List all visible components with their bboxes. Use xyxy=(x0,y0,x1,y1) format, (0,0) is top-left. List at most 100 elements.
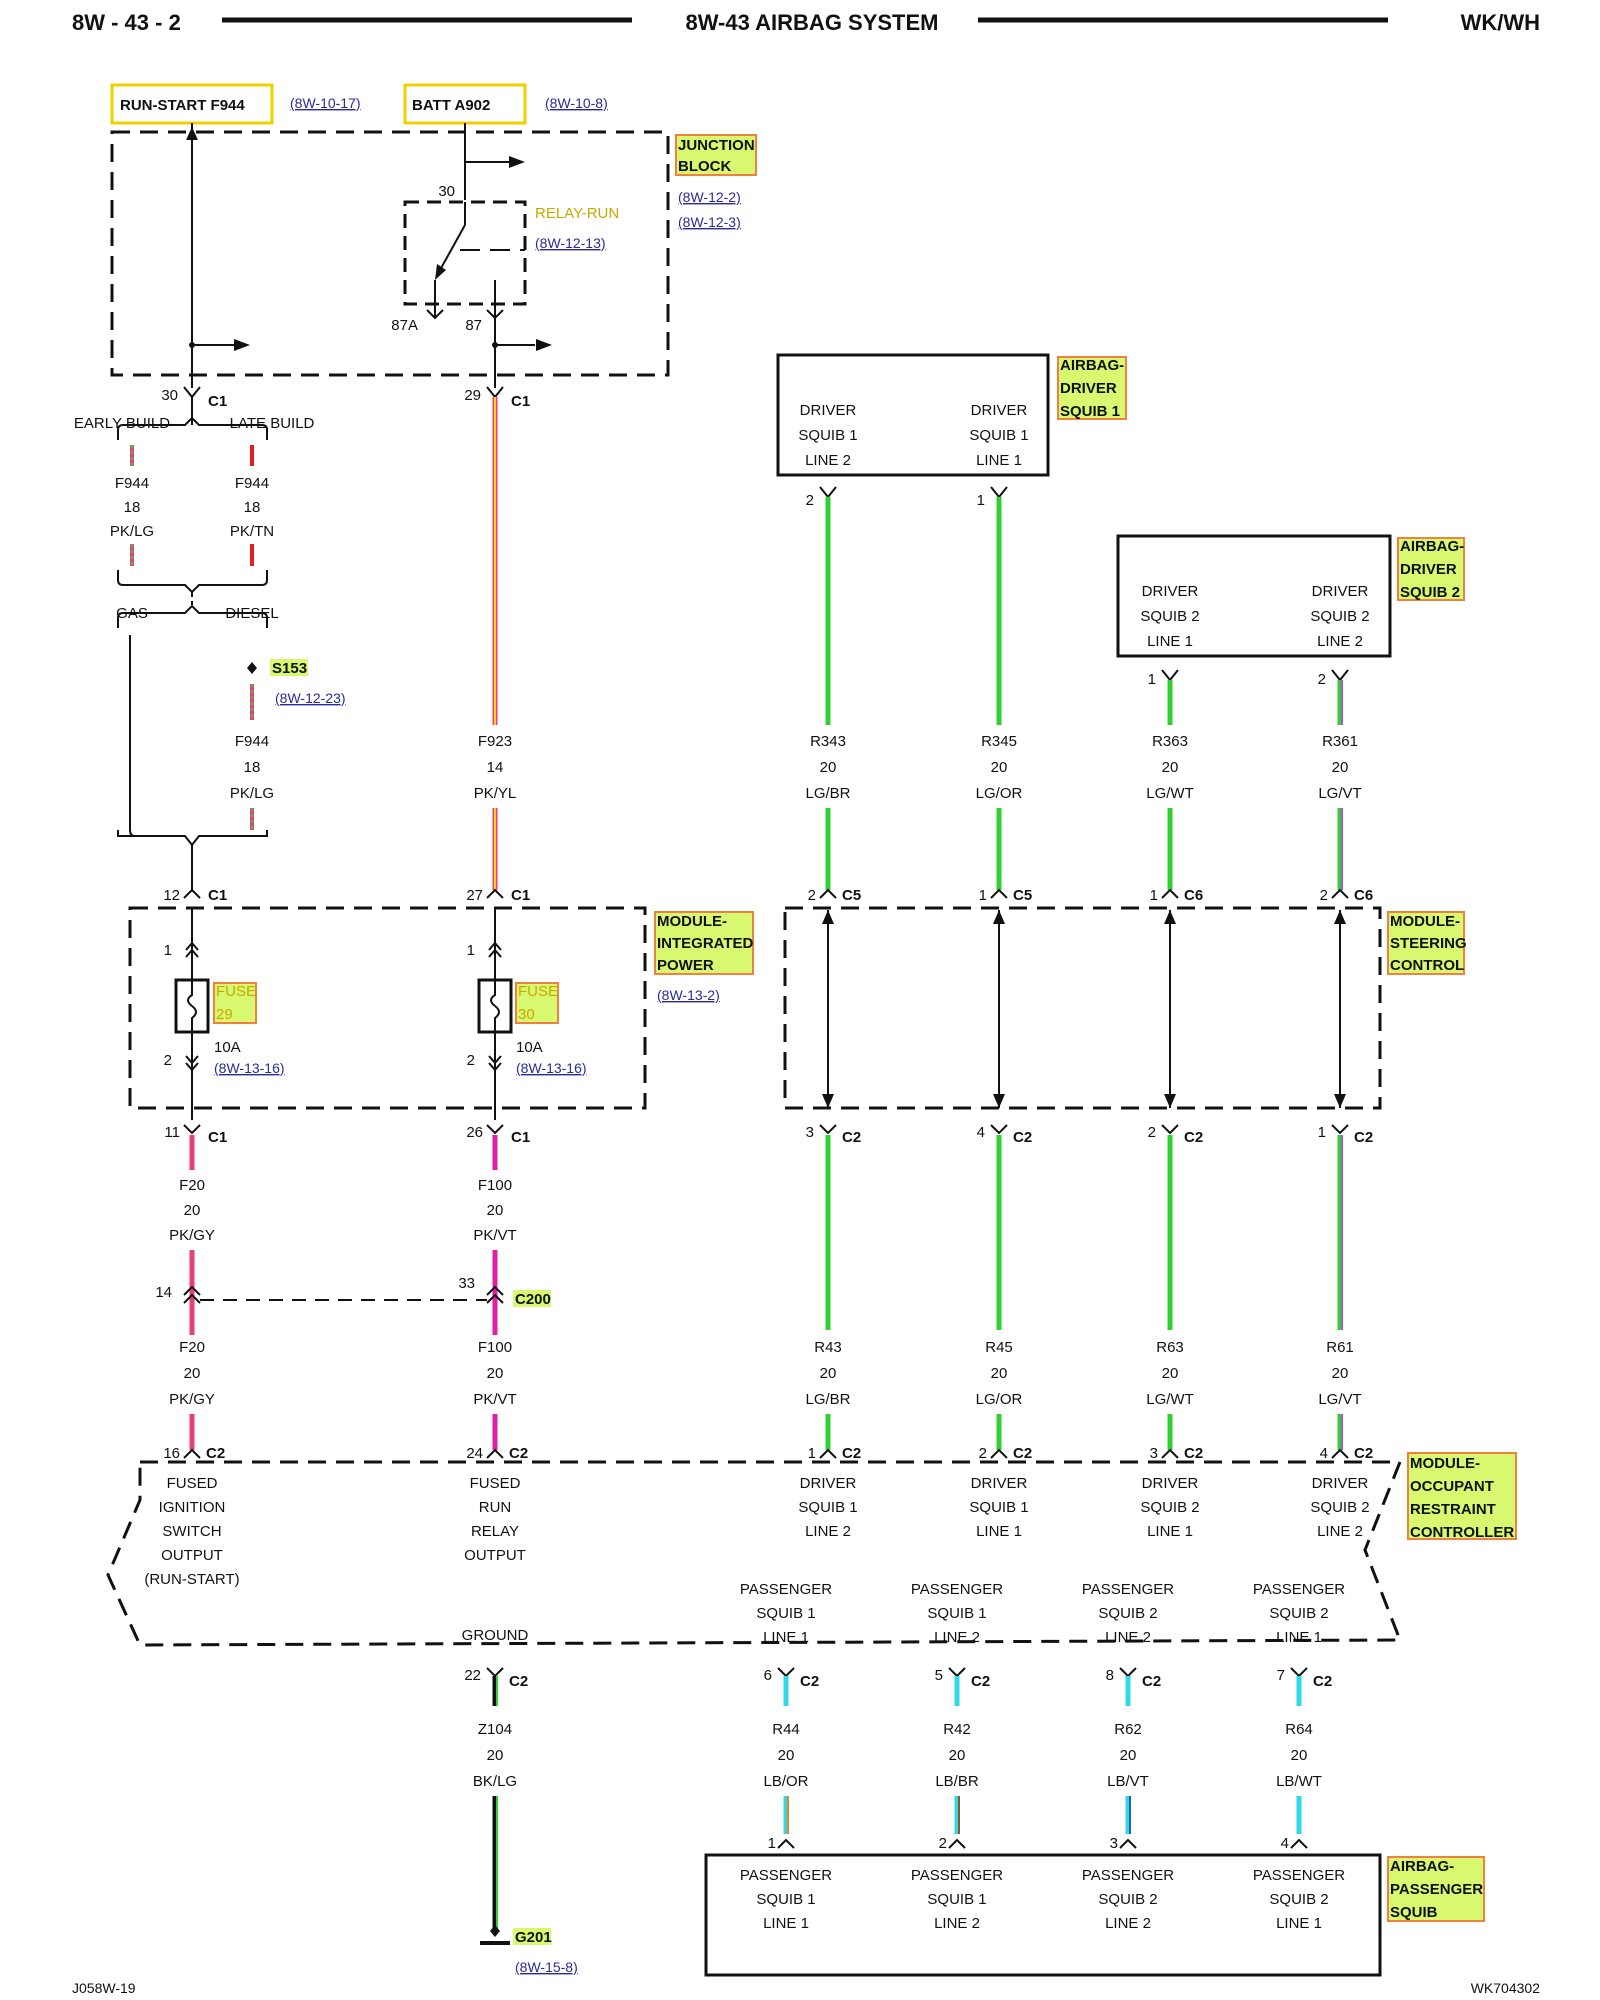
airbag-driver-squib-2: DRIVER SQUIB 2 LINE 1 DRIVER SQUIB 2 LIN… xyxy=(1116,534,1465,688)
svg-text:DRIVER: DRIVER xyxy=(971,1475,1028,1492)
wire-r43: R43 20 LG/BR xyxy=(805,1135,851,1450)
wire-r62: R62 20 LB/VT xyxy=(1107,1676,1149,1834)
svg-text:1: 1 xyxy=(1148,671,1156,688)
splice-ref[interactable]: (8W-12-23) xyxy=(275,690,346,706)
svg-text:C2: C2 xyxy=(206,1445,225,1462)
svg-text:SQUIB 2: SQUIB 2 xyxy=(1140,1499,1199,1516)
relay-pin-87: 87 xyxy=(465,317,482,334)
svg-text:LG/VT: LG/VT xyxy=(1318,785,1361,802)
svg-text:DRIVER: DRIVER xyxy=(971,402,1028,419)
wire-r64: R64 20 LB/WT xyxy=(1276,1676,1322,1834)
svg-text:AIRBAG-: AIRBAG- xyxy=(1400,538,1464,555)
svg-text:SQUIB 2: SQUIB 2 xyxy=(1098,1605,1157,1622)
svg-text:F100: F100 xyxy=(478,1339,512,1356)
relay-ref[interactable]: (8W-12-13) xyxy=(535,235,606,251)
svg-text:SQUIB 2: SQUIB 2 xyxy=(1269,1605,1328,1622)
ground-ref[interactable]: (8W-15-8) xyxy=(515,1959,578,1975)
splice-label: S153 xyxy=(272,660,307,677)
svg-text:R64: R64 xyxy=(1285,1721,1313,1738)
svg-text:PK/GY: PK/GY xyxy=(169,1227,215,1244)
c200-label: C200 xyxy=(515,1291,551,1308)
mip-c1-in-27: 27 C1 xyxy=(466,887,530,904)
svg-text:R43: R43 xyxy=(814,1339,842,1356)
f944-branch: EARLY BUILD LATE BUILD F944 18 PK/LG F94… xyxy=(74,397,346,890)
svg-text:STEERING: STEERING xyxy=(1390,935,1467,952)
mip-ref[interactable]: (8W-13-2) xyxy=(657,987,720,1003)
wire-r45: R45 20 LG/OR xyxy=(976,1135,1023,1450)
junction-block-ref-2[interactable]: (8W-12-3) xyxy=(678,214,741,230)
batt-ref[interactable]: (8W-10-8) xyxy=(545,95,608,111)
wire-r44: R44 20 LB/OR xyxy=(763,1676,809,1834)
svg-text:LG/WT: LG/WT xyxy=(1146,785,1194,802)
svg-text:LINE 2: LINE 2 xyxy=(805,452,851,469)
svg-text:R343: R343 xyxy=(810,733,846,750)
svg-text:20: 20 xyxy=(487,1202,504,1219)
svg-text:20: 20 xyxy=(778,1747,795,1764)
module-occupant-restraint-controller: MODULE- OCCUPANT RESTRAINT CONTROLLER 16… xyxy=(106,1445,1517,1690)
svg-text:20: 20 xyxy=(184,1202,201,1219)
svg-text:(8W-13-16)[interactable]: (8W-13-16) xyxy=(214,1060,285,1076)
svg-text:SQUIB 1: SQUIB 1 xyxy=(927,1891,986,1908)
wire-f20: F20 20 PK/GY F20 20 PK/GY xyxy=(169,1135,215,1450)
svg-text:20: 20 xyxy=(820,759,837,776)
wire-f923-color: PK/YL xyxy=(474,785,517,802)
svg-text:PASSENGER: PASSENGER xyxy=(911,1867,1003,1884)
svg-text:LINE 1: LINE 1 xyxy=(976,1523,1022,1540)
c200-pin-14: 14 xyxy=(155,1284,172,1301)
svg-text:GROUND: GROUND xyxy=(462,1627,529,1644)
svg-text:RUN: RUN xyxy=(479,1499,512,1516)
svg-text:C1: C1 xyxy=(208,887,227,904)
relay-run: RELAY-RUN (8W-12-13) 87A 87 xyxy=(391,200,619,388)
svg-text:10A: 10A xyxy=(516,1039,543,1056)
page-title: 8W-43 AIRBAG SYSTEM xyxy=(686,10,939,35)
svg-text:CONTROL: CONTROL xyxy=(1390,957,1464,974)
svg-text:C1: C1 xyxy=(511,1129,530,1146)
svg-text:20: 20 xyxy=(487,1747,504,1764)
svg-text:2: 2 xyxy=(808,887,816,904)
svg-text:1: 1 xyxy=(808,1445,816,1462)
run-start-ref[interactable]: (8W-10-17) xyxy=(290,95,361,111)
svg-text:LB/WT: LB/WT xyxy=(1276,1773,1322,1790)
svg-text:DRIVER: DRIVER xyxy=(1312,1475,1369,1492)
svg-text:22: 22 xyxy=(464,1667,481,1684)
svg-text:R61: R61 xyxy=(1326,1339,1354,1356)
svg-text:R44: R44 xyxy=(772,1721,800,1738)
connector-c200: 14 33 C200 xyxy=(155,1275,551,1308)
svg-text:R45: R45 xyxy=(985,1339,1013,1356)
svg-text:DRIVER: DRIVER xyxy=(800,402,857,419)
svg-text:F20: F20 xyxy=(179,1177,205,1194)
svg-text:C2: C2 xyxy=(1313,1673,1332,1690)
svg-text:5: 5 xyxy=(935,1667,943,1684)
svg-text:11: 11 xyxy=(164,1124,180,1141)
svg-text:RESTRAINT: RESTRAINT xyxy=(1410,1501,1496,1518)
fuse-30: 1 FUSE 30 2 10A (8W-13-16) xyxy=(467,908,587,1120)
wire-r63: R63 20 LG/WT xyxy=(1146,1135,1194,1450)
mip-c1-in-12: 12 C1 xyxy=(163,887,227,904)
svg-text:2: 2 xyxy=(1148,1124,1156,1141)
svg-text:20: 20 xyxy=(820,1365,837,1382)
svg-text:(8W-13-16)[interactable]: (8W-13-16) xyxy=(516,1060,587,1076)
relay-pin-87a: 87A xyxy=(391,317,418,334)
page-number: 8W - 43 - 2 xyxy=(72,10,181,35)
junction-block-ref-1[interactable]: (8W-12-2) xyxy=(678,189,741,205)
run-start-label: RUN-START F944 xyxy=(120,97,245,114)
svg-text:PK/GY: PK/GY xyxy=(169,1391,215,1408)
svg-text:C2: C2 xyxy=(1142,1673,1161,1690)
svg-text:1: 1 xyxy=(467,942,475,959)
svg-text:F20: F20 xyxy=(179,1339,205,1356)
svg-text:BK/LG: BK/LG xyxy=(473,1773,517,1790)
svg-text:DRIVER: DRIVER xyxy=(1400,561,1457,578)
svg-text:30: 30 xyxy=(161,387,178,404)
svg-text:SQUIB 1: SQUIB 1 xyxy=(756,1605,815,1622)
ground-label: G201 xyxy=(515,1929,552,1946)
junction-block-outline xyxy=(110,130,670,377)
svg-text:DRIVER: DRIVER xyxy=(1142,583,1199,600)
svg-text:R63: R63 xyxy=(1156,1339,1184,1356)
relay-label: RELAY-RUN xyxy=(535,205,619,222)
svg-text:LG/OR: LG/OR xyxy=(976,1391,1023,1408)
svg-text:SQUIB 2: SQUIB 2 xyxy=(1310,1499,1369,1516)
svg-text:24: 24 xyxy=(466,1445,483,1462)
wire-r361: R361 20 LG/VT xyxy=(1318,680,1362,890)
svg-text:SQUIB 1: SQUIB 1 xyxy=(798,1499,857,1516)
